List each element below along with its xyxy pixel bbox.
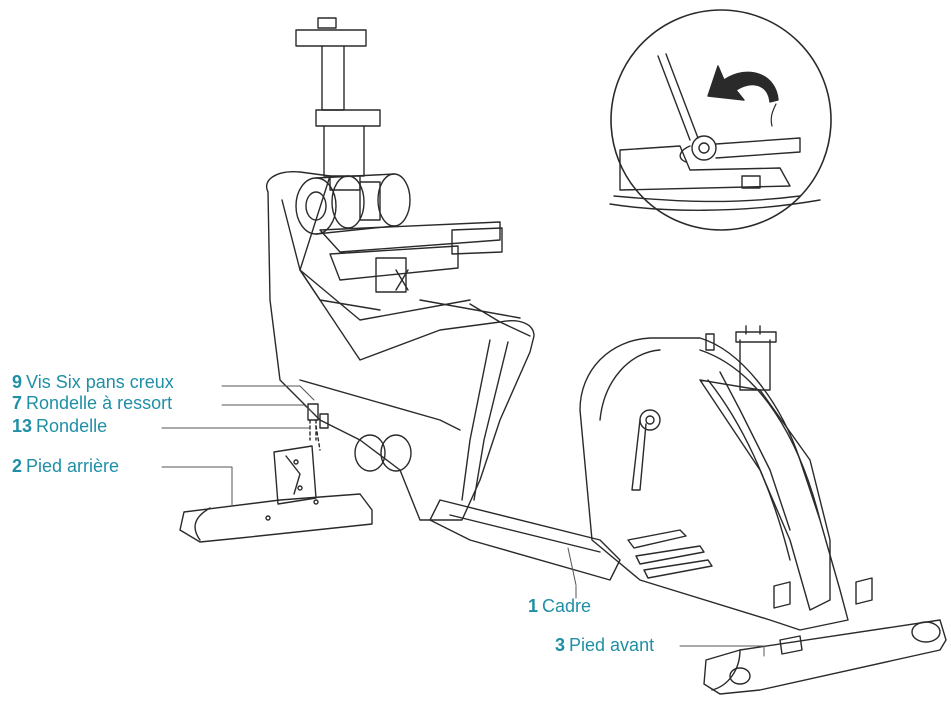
flywheel-housing bbox=[579, 337, 849, 631]
callout-part13-number: 13 bbox=[12, 416, 33, 436]
leader-lines bbox=[161, 385, 765, 657]
rear-foot bbox=[179, 445, 373, 543]
seat-body bbox=[265, 171, 535, 521]
callout-part1-text: Cadre bbox=[542, 596, 592, 616]
leader-part3 bbox=[679, 645, 765, 657]
callout-part9-number: 9 bbox=[12, 372, 23, 392]
front-foot bbox=[703, 577, 947, 695]
callout-part1-number: 1 bbox=[528, 596, 539, 616]
callout-part2-text: Pied arrière bbox=[26, 456, 120, 476]
callout-part3-text: Pied avant bbox=[569, 635, 655, 655]
leader-part2 bbox=[161, 466, 233, 507]
seat-post bbox=[295, 17, 381, 191]
seat-adjuster bbox=[295, 173, 411, 235]
callout-part7-text: Rondelle à ressort bbox=[26, 393, 173, 413]
curved-rotation-arrow-icon bbox=[707, 65, 779, 127]
bolt-set bbox=[307, 403, 329, 451]
main-frame bbox=[429, 499, 621, 586]
detail-inset bbox=[609, 9, 832, 231]
leader-part7 bbox=[221, 404, 313, 413]
callout-part3-number: 3 bbox=[555, 635, 566, 655]
handlebar-post bbox=[699, 325, 831, 611]
callout-part2-number: 2 bbox=[12, 456, 23, 476]
leader-part9 bbox=[221, 385, 315, 401]
callout-part9-text: Vis Six pans creux bbox=[26, 372, 174, 392]
seat-rail bbox=[319, 221, 503, 293]
callout-part13-text: Rondelle bbox=[36, 416, 108, 436]
callout-part7-number: 7 bbox=[12, 393, 23, 413]
